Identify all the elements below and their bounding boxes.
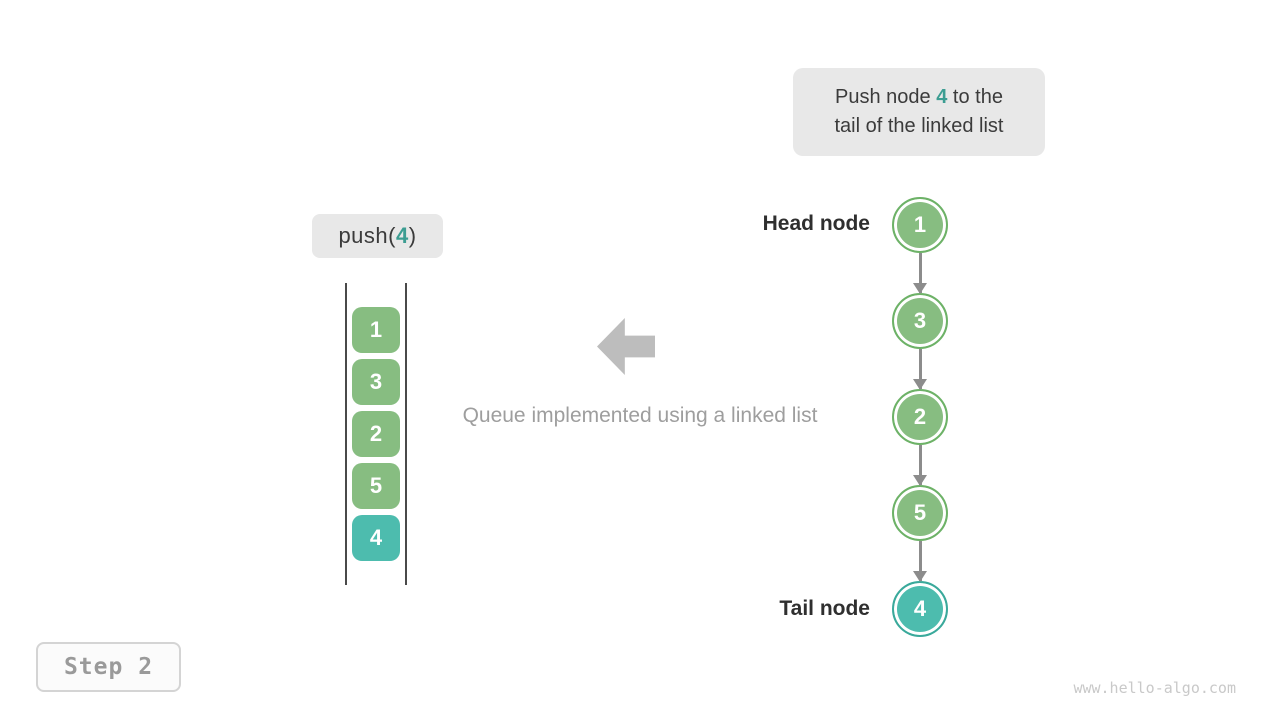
op-suffix: )	[408, 223, 417, 248]
watermark: www.hello-algo.com	[1073, 679, 1236, 697]
queue-cell: 1	[352, 307, 400, 353]
arrow-down-icon	[918, 349, 922, 389]
callout-highlight-value: 4	[936, 86, 948, 108]
list-node: 3	[892, 293, 948, 349]
list-node-head: 1	[892, 197, 948, 253]
tail-node-label: Tail node	[779, 597, 870, 620]
left-block-arrow-icon	[597, 318, 655, 375]
push-operation-label: push(4)	[312, 214, 443, 258]
callout-line-2: tail of the linked list	[834, 115, 1004, 137]
callout-text: to the	[947, 86, 1003, 108]
list-node: 2	[892, 389, 948, 445]
arrow-down-icon	[918, 541, 922, 581]
op-arg-value: 4	[395, 223, 409, 248]
arrow-down-icon	[918, 253, 922, 293]
linked-list: 1 3 2 5 4	[892, 197, 948, 637]
head-node-label: Head node	[762, 212, 870, 235]
queue-cell: 3	[352, 359, 400, 405]
queue-cell: 5	[352, 463, 400, 509]
list-node-tail: 4	[892, 581, 948, 637]
callout-bubble: Push node 4 to the tail of the linked li…	[793, 68, 1045, 156]
arrow-down-icon	[918, 445, 922, 485]
callout-text: Push node	[835, 86, 937, 108]
queue-cell-pushed: 4	[352, 515, 400, 561]
list-node: 5	[892, 485, 948, 541]
queue-cell: 2	[352, 411, 400, 457]
figure-caption: Queue implemented using a linked list	[462, 404, 818, 427]
queue-array-view: 1 3 2 5 4	[345, 283, 407, 585]
callout-line-1: Push node 4 to the	[835, 83, 1003, 112]
op-prefix: push(	[338, 223, 396, 248]
step-badge: Step 2	[36, 642, 181, 692]
